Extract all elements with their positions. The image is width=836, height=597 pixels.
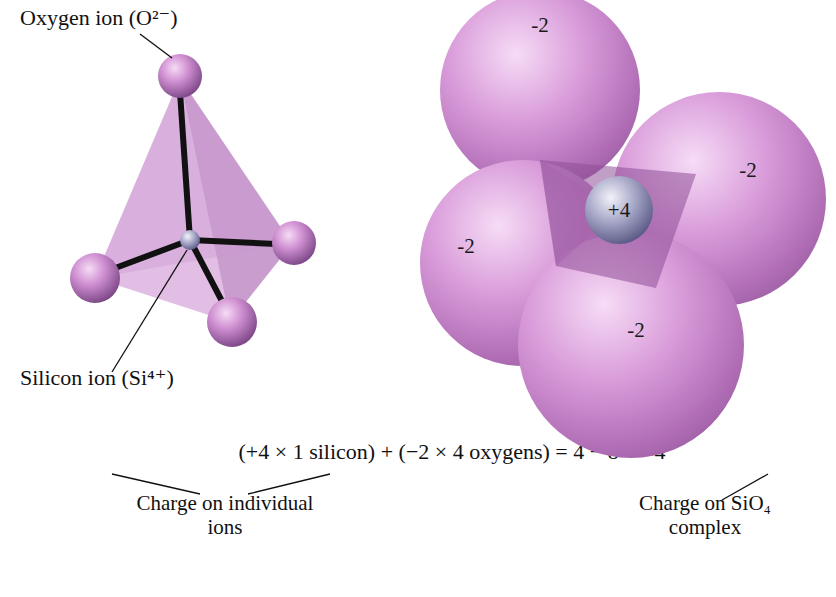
ion-charge: -2 bbox=[457, 234, 475, 259]
part-label: Oxygen ion (O²⁻) bbox=[20, 6, 320, 31]
tetra-face bbox=[95, 78, 292, 278]
silicon-ball bbox=[180, 230, 200, 250]
oxygen-ball bbox=[272, 221, 316, 265]
bonds bbox=[110, 92, 276, 305]
ion-charge: -2 bbox=[531, 13, 549, 38]
silicon-complex-core: +4 bbox=[526, 130, 712, 300]
note-label: Charge on SiO₄ complex bbox=[620, 492, 790, 539]
oxygen-ball bbox=[207, 297, 257, 347]
ion-charge: +4 bbox=[608, 198, 630, 223]
oxygen-ball bbox=[158, 54, 202, 98]
ion-charge: -2 bbox=[627, 318, 645, 343]
note-label: Charge on individual ions bbox=[130, 492, 320, 539]
part-label: Silicon ion (Si⁴⁺) bbox=[20, 366, 320, 391]
ion-charge: -2 bbox=[739, 158, 757, 183]
oxygen-ball bbox=[70, 253, 120, 303]
